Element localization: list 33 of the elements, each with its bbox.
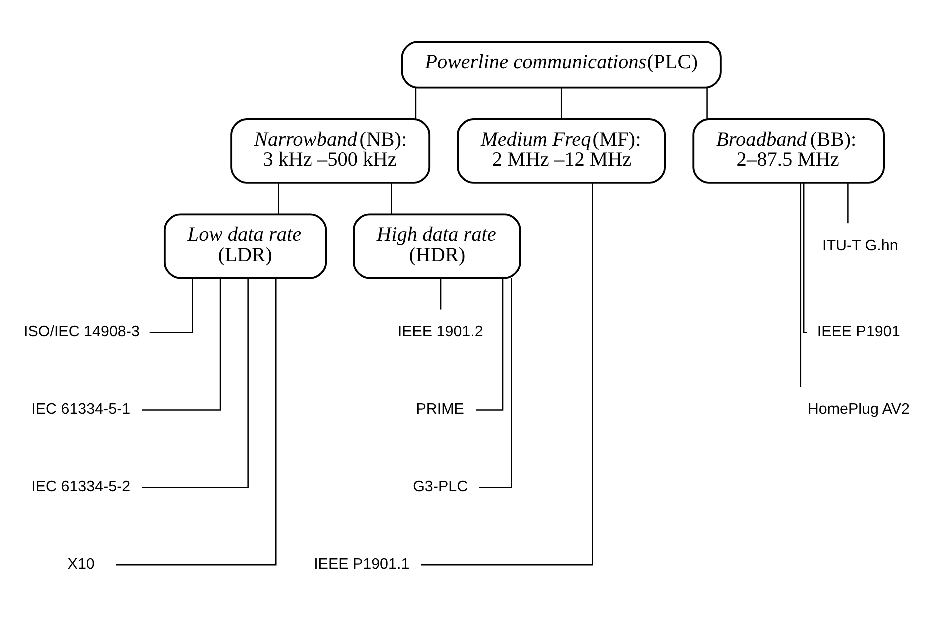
connector: [142, 278, 249, 488]
node-box: Broadband (BB): 2–87.5 MHz: [692, 118, 885, 184]
node-text: IEEE P1901.1: [314, 556, 410, 574]
connector: [278, 183, 280, 215]
node-text: IEEE 1901.2: [398, 324, 484, 341]
connector: [391, 183, 392, 215]
node-text: IEC 61334-5-2: [32, 478, 131, 496]
connector: [421, 183, 594, 566]
node-box: Powerline communications(PLC): [401, 41, 722, 89]
node-box: High data rate (HDR): [353, 214, 522, 280]
connector: [560, 88, 562, 120]
node-text: HomePlug AV2: [808, 401, 910, 418]
node-text: ISO/IEC 14908-3: [24, 324, 140, 341]
connector: [803, 183, 808, 334]
connector: [116, 278, 277, 566]
node-text: PRIME: [416, 401, 464, 418]
connector: [800, 183, 802, 388]
node-text: X10: [68, 556, 95, 574]
node-text: ITU-T G.hn: [822, 237, 898, 254]
connector: [150, 278, 194, 334]
connector: [476, 278, 504, 411]
connector: [440, 278, 442, 310]
node-text: IEC 61334-5-1: [32, 401, 131, 418]
connector: [848, 183, 849, 224]
connector: [415, 88, 417, 120]
node-box: Low data rate (LDR): [164, 214, 328, 280]
node-text: G3-PLC: [413, 478, 468, 496]
node-box: Medium Freq(MF): 2 MHz –12 MHz: [457, 118, 666, 184]
node-text: IEEE P1901: [817, 324, 900, 341]
connector: [706, 88, 708, 120]
node-box: Narrowband(NB): 3 kHz –500 kHz: [230, 118, 431, 184]
connector: [479, 278, 512, 488]
connector: [142, 278, 222, 411]
